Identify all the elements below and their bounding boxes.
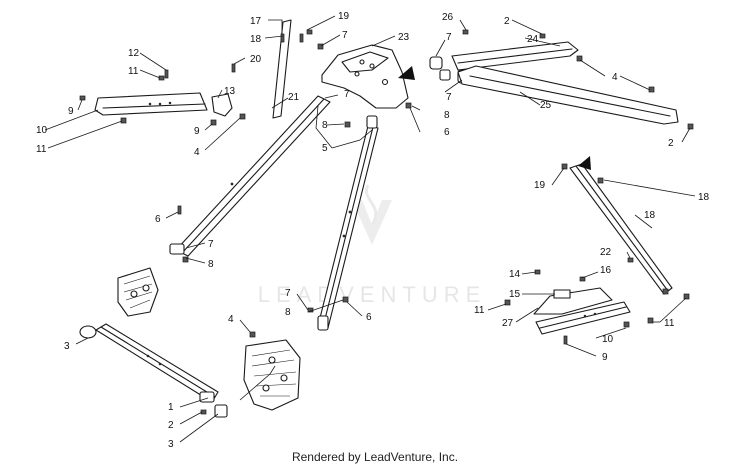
- callout-19: 19: [534, 180, 546, 191]
- callout-18: 18: [644, 210, 656, 221]
- lower-tube-1: [95, 323, 219, 403]
- callout-22: 22: [600, 247, 612, 258]
- bushing-3-left: [79, 325, 97, 339]
- callout-4: 4: [612, 72, 618, 83]
- callout-12: 12: [128, 48, 140, 59]
- callout-2: 2: [504, 16, 510, 27]
- bushing-7c: [439, 69, 451, 81]
- callout-5: 5: [322, 143, 328, 154]
- footer-credit: Rendered by LeadVenture, Inc.: [291, 450, 459, 464]
- fasteners: [79, 29, 694, 415]
- callout-17: 17: [250, 16, 262, 27]
- callout-2: 2: [668, 138, 674, 149]
- center-plate-23: [321, 44, 415, 109]
- frame-parts: [79, 19, 679, 418]
- callout-24: 24: [527, 34, 539, 45]
- callout-6: 6: [366, 312, 372, 323]
- callout-13: 13: [224, 86, 236, 97]
- callout-25: 25: [540, 100, 552, 111]
- bracket-13: [211, 93, 233, 117]
- callout-3: 3: [64, 341, 70, 352]
- callout-8: 8: [208, 259, 214, 270]
- watermark-logo: LEADVENTURE: [258, 184, 487, 307]
- callout-6: 6: [155, 214, 161, 225]
- callout-7: 7: [446, 32, 452, 43]
- callout-9: 9: [194, 126, 200, 137]
- callout-11: 11: [474, 305, 485, 316]
- callout-19: 19: [338, 11, 350, 22]
- callout-10: 10: [602, 334, 614, 345]
- right-bar-18: [569, 156, 673, 295]
- callout-7: 7: [285, 288, 291, 299]
- callout-15: 15: [509, 289, 521, 300]
- bushing-center-top: [366, 115, 378, 129]
- callout-14: 14: [509, 269, 521, 280]
- bushing-left-lower: [169, 243, 185, 255]
- plate-15: [553, 289, 571, 299]
- callout-26: 26: [442, 12, 454, 23]
- callout-7: 7: [208, 239, 214, 250]
- callout-11: 11: [664, 318, 675, 329]
- right-cross-brace-10: [535, 301, 631, 335]
- bracket-27: [533, 287, 613, 315]
- callout-21: 21: [288, 92, 300, 103]
- callout-23: 23: [398, 32, 410, 43]
- upper-tube-24: [451, 41, 579, 71]
- mount-bracket-left: [117, 267, 159, 317]
- callout-11: 11: [128, 66, 139, 77]
- callout-3: 3: [168, 439, 174, 450]
- callout-9: 9: [68, 106, 74, 117]
- callout-4: 4: [194, 147, 200, 158]
- clamp-1: [199, 391, 215, 403]
- callout-7: 7: [446, 92, 452, 103]
- callout-16: 16: [600, 265, 612, 276]
- callout-9: 9: [602, 352, 608, 363]
- callout-2: 2: [168, 420, 174, 431]
- long-tube-21: [175, 95, 331, 257]
- callout-27: 27: [502, 318, 514, 329]
- upper-bar-18: [272, 19, 292, 119]
- callout-18: 18: [250, 34, 262, 45]
- direction-arrow-icon: [578, 156, 591, 170]
- callout-numbers: 17 19 18 7 12 11 20 13 21 9 10 11 9 4 23…: [36, 11, 710, 450]
- callout-6: 6: [444, 127, 450, 138]
- callout-6: 7: [342, 30, 348, 41]
- callout-10: 10: [36, 125, 48, 136]
- bushing-7a: [429, 56, 443, 70]
- watermark-text: LEADVENTURE: [258, 282, 487, 307]
- callout-1: 1: [168, 402, 174, 413]
- callout-4: 4: [228, 314, 234, 325]
- callout-8: 8: [322, 120, 328, 131]
- upper-tube-25: [457, 65, 679, 125]
- bushing-center-bottom: [317, 315, 329, 331]
- mount-bracket-center: [243, 339, 301, 411]
- leader-lines: [44, 15, 696, 443]
- callout-11: 11: [36, 144, 47, 155]
- callout-7: 7: [344, 89, 350, 100]
- callout-8: 8: [444, 110, 450, 121]
- direction-arrow-icon: [398, 66, 415, 80]
- callout-20: 20: [250, 54, 262, 65]
- left-cross-brace-10: [94, 92, 208, 116]
- callout-17: 18: [698, 192, 710, 203]
- callout-8: 8: [285, 307, 291, 318]
